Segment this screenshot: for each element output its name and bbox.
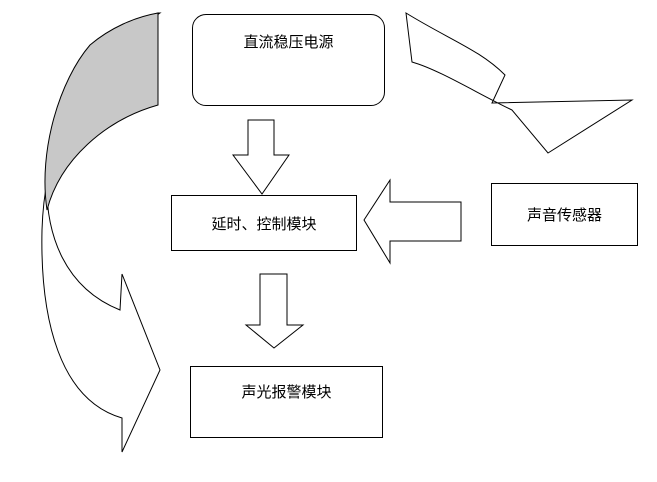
sound-sensor-node: 声音传感器 [491,183,638,246]
curved-arrow-right [405,12,634,154]
alarm-node: 声光报警模块 [190,366,383,438]
arrow-control-to-alarm [244,273,305,349]
delay-control-node: 延时、控制模块 [171,195,357,251]
power-supply-node: 直流稳压电源 [192,14,385,106]
alarm-label: 声光报警模块 [241,383,332,401]
arrow-sensor-to-control [363,178,462,265]
arrow-power-to-control [232,119,290,195]
delay-control-label: 延时、控制模块 [211,214,317,233]
power-supply-label: 直流稳压电源 [243,33,334,51]
sound-sensor-label: 声音传感器 [526,206,602,224]
curved-arrow-left-shade [44,12,159,211]
